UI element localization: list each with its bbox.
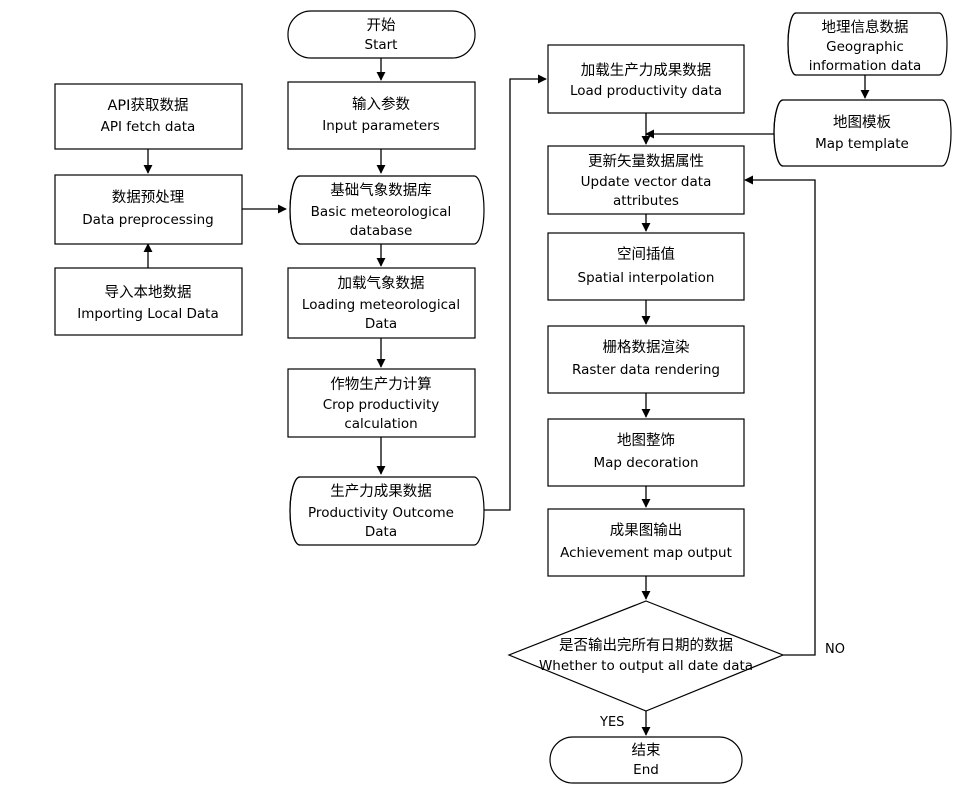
node-map-template-en: Map template [815,136,909,152]
node-load-prod: 加载生产力成果数据 Load productivity data [547,44,745,114]
node-map-decor-en: Map decoration [593,455,698,471]
edge-template-to-update [645,129,776,139]
node-load-met-cn: 加载气象数据 [338,275,425,292]
node-import-local-en: Importing Local Data [77,306,219,322]
node-update-vector-en-1: Update vector data [581,174,712,190]
node-geo-info: 地理信息数据 Geographic information data [787,12,948,76]
node-map-template: 地图模板 Map template [773,99,952,167]
node-output-map: 成果图输出 Achievement map output [547,508,745,577]
node-load-met-en-2: Data [365,316,397,332]
node-raster-render-en: Raster data rendering [572,362,720,378]
node-start-en: Start [365,37,398,53]
node-load-met: 加载气象数据 Loading meteorological Data [287,267,476,339]
node-geo-info-en-1: Geographic [826,39,904,55]
edge-decision-no [744,175,816,656]
node-basic-db-cn: 基础气象数据库 [330,182,432,199]
node-output-map-cn: 成果图输出 [610,522,683,539]
node-crop-calc-cn: 作物生产力计算 [330,376,432,393]
node-crop-calc-en-1: Crop productivity [323,397,440,413]
node-basic-db-en-2: database [350,223,413,239]
node-map-template-cn: 地图模板 [833,113,891,131]
node-import-local-cn: 导入本地数据 [105,284,192,301]
node-input-params-cn: 输入参数 [352,96,410,113]
node-outcome-data-en-1: Productivity Outcome [308,505,454,521]
node-spatial-interp: 空间插值 Spatial interpolation [547,232,745,301]
node-preprocess-en: Data preprocessing [82,212,213,228]
node-end: 结束 End [549,736,743,784]
edges: YES NO [143,58,870,736]
node-input-params: 输入参数 Input parameters [287,81,476,150]
node-api-fetch-en: API fetch data [101,119,196,135]
node-load-prod-en: Load productivity data [570,83,722,99]
node-end-en: End [633,762,659,778]
edge-label-no: NO [825,642,845,657]
node-update-vector-en-2: attributes [613,193,679,209]
node-basic-db: 基础气象数据库 Basic meteorological database [289,175,485,245]
node-crop-calc-en-2: calculation [344,416,417,432]
node-decision-cn: 是否输出完所有日期的数据 [559,637,733,654]
node-import-local: 导入本地数据 Importing Local Data [54,267,243,336]
node-end-cn: 结束 [632,742,661,759]
node-spatial-interp-cn: 空间插值 [617,246,675,263]
edge-label-yes: YES [599,715,624,730]
node-update-vector: 更新矢量数据属性 Update vector data attributes [547,145,745,215]
node-start: 开始 Start [287,10,476,59]
node-decision-en: Whether to output all date data [539,658,753,674]
node-load-prod-cn: 加载生产力成果数据 [581,62,712,79]
edge-outcome-to-loadprod [478,74,547,511]
node-basic-db-en-1: Basic meteorological [311,204,452,220]
node-api-fetch: API获取数据 API fetch data [54,83,243,150]
node-preprocess: 数据预处理 Data preprocessing [54,174,243,245]
node-map-decor-cn: 地图整饰 [617,432,675,449]
node-load-met-en-1: Loading meteorological [302,297,460,313]
node-outcome-data-cn: 生产力成果数据 [330,483,432,500]
node-api-fetch-cn: API获取数据 [108,97,189,114]
node-raster-render: 栅格数据渲染 Raster data rendering [547,325,745,394]
node-geo-info-cn: 地理信息数据 [822,19,909,36]
node-outcome-data: 生产力成果数据 Productivity Outcome Data [289,476,485,546]
node-spatial-interp-en: Spatial interpolation [578,270,715,286]
node-outcome-data-en-2: Data [365,524,397,540]
node-map-decor: 地图整饰 Map decoration [547,418,745,487]
node-raster-render-cn: 栅格数据渲染 [603,339,690,356]
node-geo-info-en-2: information data [809,58,922,74]
node-preprocess-cn: 数据预处理 [112,189,185,206]
node-output-map-en: Achievement map output [560,545,732,561]
node-start-cn: 开始 [367,17,396,34]
node-update-vector-cn: 更新矢量数据属性 [588,153,704,170]
node-decision: 是否输出完所有日期的数据 Whether to output all date … [507,600,785,712]
node-crop-calc: 作物生产力计算 Crop productivity calculation [287,368,476,438]
node-input-params-en: Input parameters [322,118,440,134]
